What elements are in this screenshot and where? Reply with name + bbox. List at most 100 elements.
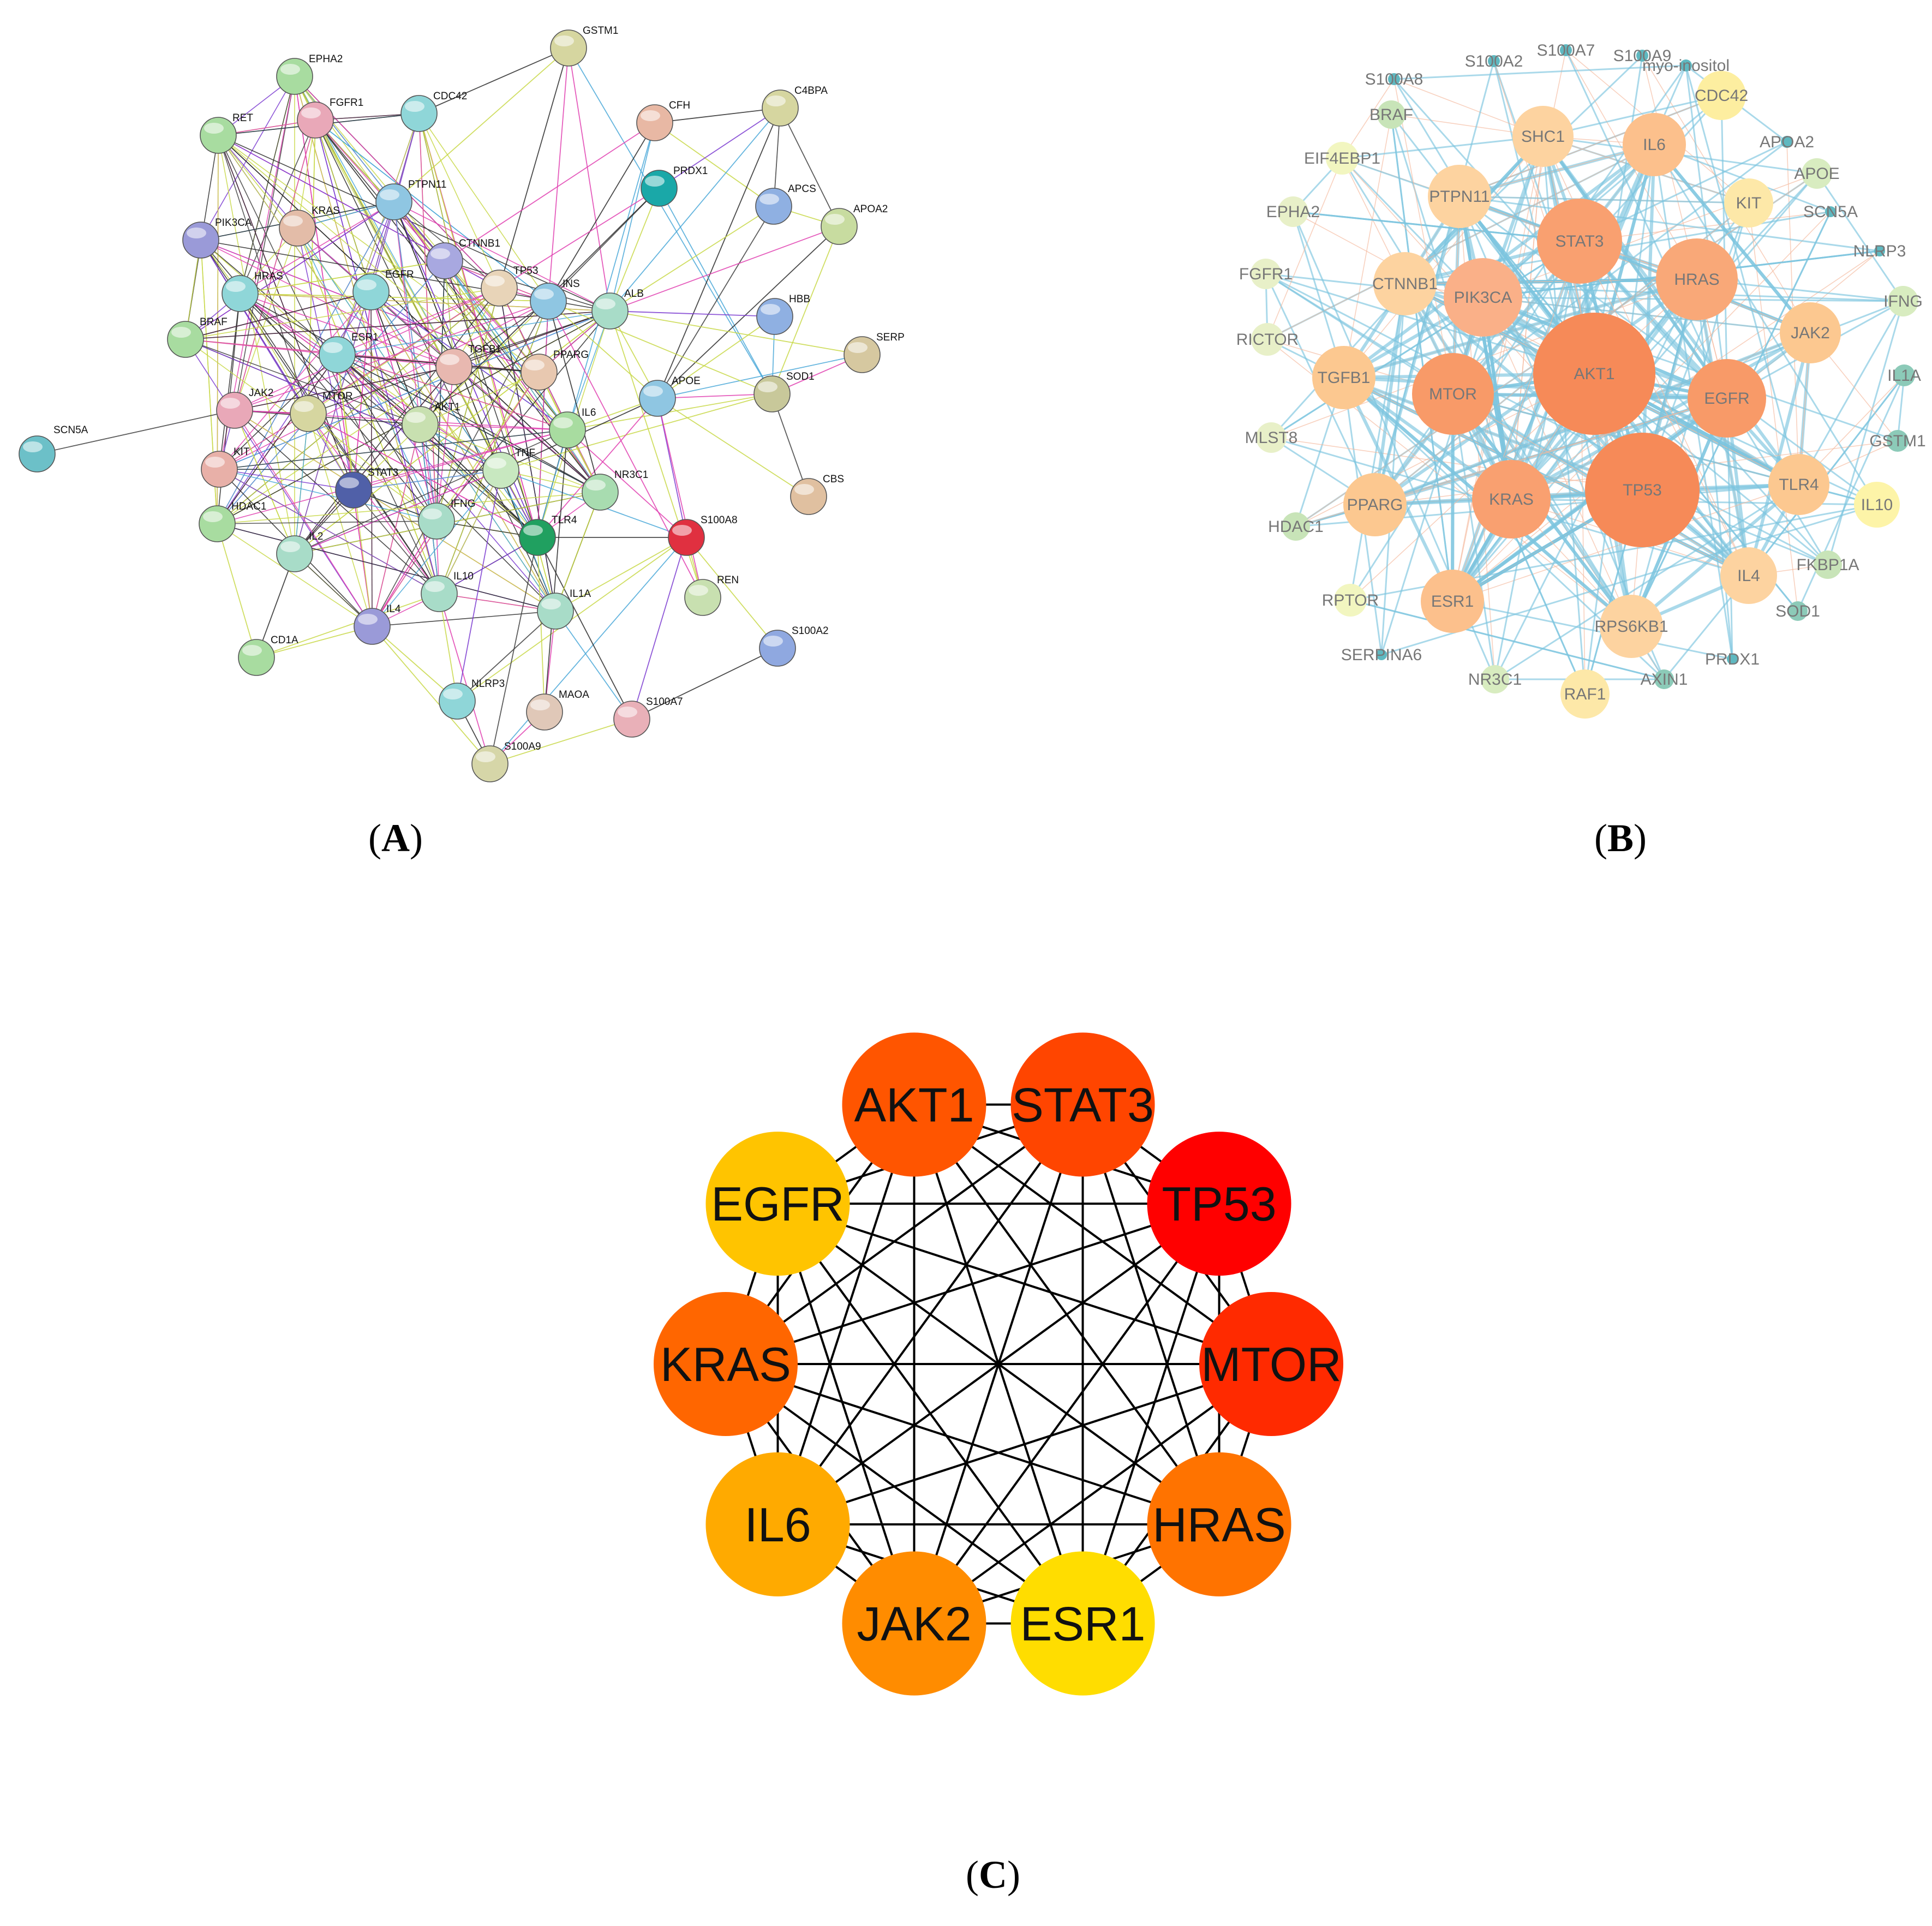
node-il2-label: IL2 bbox=[309, 531, 323, 542]
panel-a-string-network: EPHA2FGFR1CDC42GSTM1RETCFHC4BPAPRDX1KRAS… bbox=[19, 25, 905, 782]
node-hras-label: HRAS bbox=[254, 271, 283, 282]
node-alb-label: ALB bbox=[624, 288, 644, 300]
node-serpina6-label: SERPINA6 bbox=[1341, 646, 1422, 664]
node-fgfr1-label: FGFR1 bbox=[1239, 265, 1293, 283]
hub-node-mtor: MTOR bbox=[1199, 1292, 1343, 1436]
node-cbs: CBS bbox=[790, 474, 844, 515]
node-cdc42: CDC42 bbox=[400, 91, 467, 132]
node-eif4ebp1: EIF4EBP1 bbox=[1304, 142, 1380, 175]
edge-nlrp3-il4 bbox=[372, 626, 458, 702]
node-hras: HRAS bbox=[1656, 238, 1738, 320]
edge-tgfb1-nr3c1 bbox=[453, 366, 601, 493]
hub-node-kras: KRAS bbox=[654, 1292, 798, 1436]
node-il1a-highlight bbox=[541, 599, 561, 609]
node-fgfr1-circle bbox=[1251, 259, 1281, 289]
node-ret-label: RET bbox=[232, 112, 253, 124]
edge-ret-mtor bbox=[218, 135, 309, 414]
node-axin1: AXIN1 bbox=[1641, 669, 1688, 689]
edge-il4-pik3ca bbox=[1481, 296, 1750, 577]
node-ret-highlight bbox=[204, 123, 224, 134]
node-cdc42: CDC42 bbox=[1695, 71, 1748, 120]
node-jak2-circle bbox=[216, 392, 253, 429]
node-fkbp1a: FKBP1A bbox=[1796, 551, 1859, 579]
hub-node-mtor-label: MTOR bbox=[1201, 1337, 1341, 1391]
node-akt1: AKT1 bbox=[1533, 313, 1655, 435]
edge-mtor-il6 bbox=[777, 1363, 1272, 1526]
node-braf-circle bbox=[167, 321, 204, 358]
node-ptpn11-highlight bbox=[380, 189, 399, 200]
edge-pik3ca-esr1 bbox=[200, 240, 338, 355]
edge-c4bpa-alb bbox=[609, 107, 781, 312]
node-stat3: STAT3 bbox=[1537, 199, 1622, 284]
edge-ptpn11-alb bbox=[393, 201, 611, 312]
edge-ins-kit bbox=[219, 301, 549, 470]
node-s100a7: S100A7 bbox=[1537, 41, 1595, 59]
node-apoa2-label: APOA2 bbox=[1760, 133, 1814, 151]
edge-s100a8-myo-inositol bbox=[1393, 64, 1686, 80]
hub-node-akt1-circle bbox=[842, 1032, 986, 1177]
edge-ifng-fkbp1a bbox=[1827, 301, 1904, 565]
node-s100a9: S100A9 bbox=[1613, 47, 1672, 65]
node-ptpn11: PTPN11 bbox=[375, 179, 446, 220]
edge-nlrp3-tnf bbox=[457, 470, 501, 702]
hub-node-esr1: ESR1 bbox=[1010, 1551, 1155, 1696]
edge-egfr-s100a7 bbox=[1565, 50, 1728, 399]
edge-egfr-ifng bbox=[370, 291, 437, 522]
node-braf-label: BRAF bbox=[200, 316, 228, 328]
edge-cfh-alb bbox=[609, 122, 655, 312]
edge-cbs-apoe bbox=[657, 398, 809, 497]
node-ifng-label: IFNG bbox=[1883, 292, 1923, 310]
node-ins: INS bbox=[530, 278, 580, 320]
edge-s100a2-s100a8 bbox=[686, 537, 778, 649]
edge-cd1a-hdac1 bbox=[217, 523, 257, 658]
hub-node-tp53: TP53 bbox=[1147, 1132, 1291, 1276]
edge-jak2-akt1 bbox=[234, 410, 421, 425]
node-kras: KRAS bbox=[1472, 460, 1551, 539]
edge-tp53-braf bbox=[185, 288, 500, 340]
node-ctnnb1: CTNNB1 bbox=[1372, 252, 1438, 315]
node-il1a: IL1A bbox=[537, 588, 591, 630]
node-scn5a: SCN5A bbox=[1803, 203, 1858, 221]
node-akt1-circle bbox=[402, 406, 439, 443]
edge-s100a7-il1a bbox=[555, 611, 632, 720]
edge-hbb-alb bbox=[609, 310, 775, 317]
edge-s100a7-s100a9 bbox=[489, 719, 632, 764]
node-nlrp3-highlight bbox=[443, 689, 463, 699]
node-raf1: RAF1 bbox=[1560, 669, 1610, 719]
edge-kras-il10 bbox=[297, 228, 440, 594]
edge-mlst8-tp53 bbox=[1271, 437, 1643, 491]
node-c4bpa-circle bbox=[762, 89, 799, 127]
node-tgfb1-label: TGFB1 bbox=[468, 344, 501, 355]
edge-pparg-ifng bbox=[436, 372, 540, 522]
edge-ins-tgfb1 bbox=[453, 301, 549, 367]
edge-alb-ifng bbox=[436, 310, 611, 522]
node-nlrp3-label: NLRP3 bbox=[471, 678, 505, 690]
node-cdc42-circle bbox=[400, 95, 438, 132]
node-rptor-label: RPTOR bbox=[1322, 591, 1379, 609]
hub-node-akt1-label: AKT1 bbox=[854, 1078, 974, 1132]
node-cdc42-label: CDC42 bbox=[433, 91, 467, 102]
node-jak2-highlight bbox=[220, 398, 240, 409]
node-kit-label: KIT bbox=[1736, 194, 1762, 212]
node-sod1: SOD1 bbox=[753, 371, 815, 412]
node-apoe: APOE bbox=[1794, 158, 1840, 189]
node-il1a-label: IL1A bbox=[570, 588, 591, 600]
node-cd1a-highlight bbox=[242, 645, 262, 656]
node-tnf-label: TNF bbox=[515, 447, 535, 459]
edge-ret-il6 bbox=[218, 135, 568, 430]
node-ins-highlight bbox=[534, 289, 554, 300]
node-nr3c1-highlight bbox=[586, 480, 606, 491]
edge-ctnnb1-ifng bbox=[436, 260, 445, 522]
edge-il6-kit bbox=[219, 429, 568, 470]
edge-tp53-kras bbox=[725, 1203, 1220, 1365]
edge-tp53-jak2 bbox=[234, 288, 500, 411]
edge-apoa2-sod1 bbox=[771, 226, 840, 394]
node-tp53: TP53 bbox=[1585, 433, 1700, 547]
node-hbb-label: HBB bbox=[789, 294, 810, 305]
edge-pparg-ctnnb1 bbox=[1373, 283, 1407, 505]
edge-apcs-alb bbox=[609, 206, 774, 312]
node-apoe-label: APOE bbox=[1794, 165, 1839, 183]
edge-jak2-il10 bbox=[234, 410, 440, 594]
